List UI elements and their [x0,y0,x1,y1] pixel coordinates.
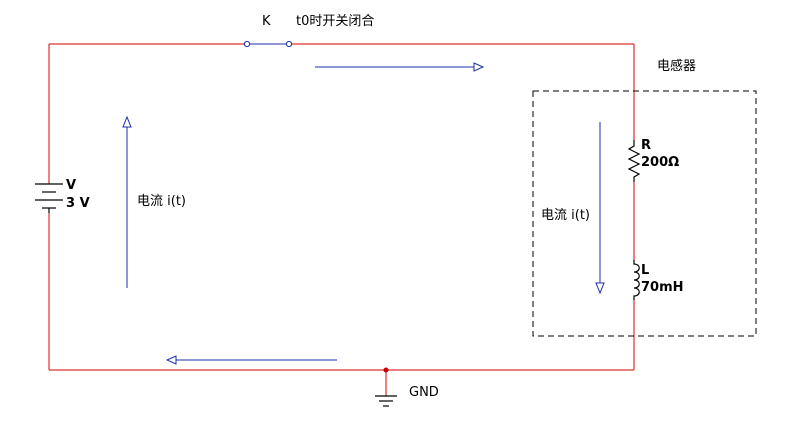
switch-name: K [262,14,271,29]
switch-k [243,40,293,48]
ground-label: GND [409,385,439,400]
arrow-right-head [595,282,605,295]
circuit-wires [48,43,635,396]
current-label-left: 电流 i(t) [137,194,186,209]
current-arrow-top [315,62,485,72]
switch-contact-right [285,40,293,48]
battery-icon [35,183,63,213]
inductor-value: 70mH [641,280,684,295]
current-arrow-left [122,115,132,288]
inductor-icon [633,260,640,300]
current-arrow-right [595,122,605,295]
resistor-name: R [641,138,651,153]
arrow-bottom-head [165,355,177,365]
inductor-name: L [641,263,649,278]
resistor-icon [627,140,641,182]
switch-contact-left [243,40,251,48]
ground-icon [375,395,397,407]
source-value: 3 V [66,196,90,211]
inductor-box-label: 电感器 [657,58,696,74]
resistor-value: 200Ω [641,155,679,170]
arrow-top-head [473,62,485,72]
source-name: V [66,178,76,193]
arrow-left-head [122,115,132,128]
switch-note: t0时开关闭合 [296,14,374,29]
inductor-box [532,90,757,337]
ground-node [383,367,389,373]
current-arrow-bottom [165,355,337,365]
current-label-right: 电流 i(t) [541,208,590,223]
